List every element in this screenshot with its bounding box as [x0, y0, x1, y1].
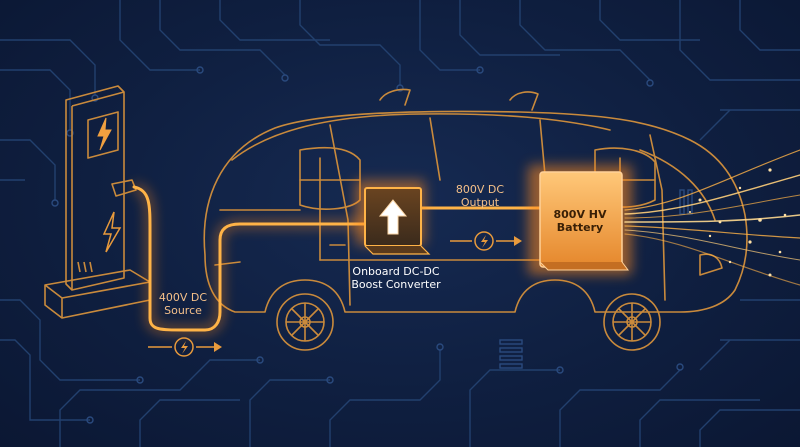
charging-station [44, 85, 151, 319]
source-label-line-1: 400V DC [158, 291, 208, 304]
converter-label: Onboard DC-DC Boost Converter [340, 265, 452, 291]
arrow-right-icon [214, 342, 222, 352]
output-label-line-2: Output [460, 196, 500, 209]
battery-label: 800V HV Battery [540, 208, 620, 234]
output-flow-indicator [450, 231, 514, 251]
lightning-bolt-icon [102, 211, 122, 253]
output-label: 800V DC Output [440, 183, 520, 209]
converter-label-line-2: Boost Converter [351, 278, 441, 291]
arrow-up-icon [378, 199, 408, 235]
energy-streaks [624, 149, 800, 286]
battery-label-line-2: Battery [556, 221, 604, 234]
power-cable [132, 183, 545, 334]
source-label: 400V DC Source [148, 291, 218, 317]
output-label-line-1: 800V DC [455, 183, 505, 196]
hv-battery [528, 165, 632, 275]
energy-particles [689, 168, 787, 277]
source-label-line-2: Source [164, 304, 202, 317]
lightning-bolt-icon [181, 341, 188, 354]
lightning-bolt-icon [481, 235, 488, 248]
source-flow-indicator [148, 337, 214, 357]
circuit-pads [51, 66, 693, 424]
arrow-right-icon [514, 236, 522, 246]
converter-label-line-1: Onboard DC-DC [352, 265, 440, 278]
battery-label-line-1: 800V HV [553, 208, 607, 221]
car-wheels [276, 293, 661, 351]
lightning-bolt-icon [97, 117, 112, 151]
